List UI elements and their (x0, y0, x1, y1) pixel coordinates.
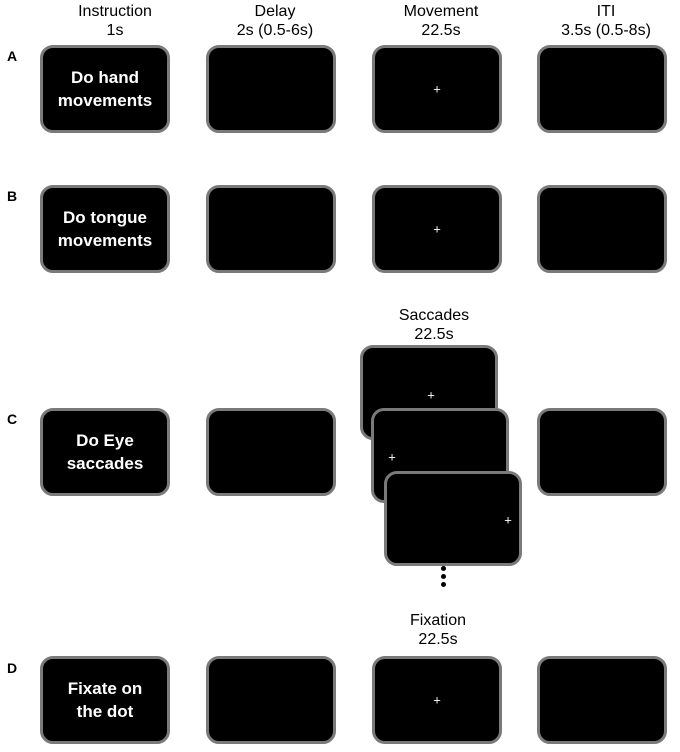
fixation-cross-icon: + (433, 81, 441, 97)
instruction-text-a-line1: Do hand (71, 68, 139, 87)
dot (440, 574, 446, 579)
fixation-screen-d: + (372, 656, 502, 744)
movement-screen-a: + (372, 45, 502, 133)
movement-screen-b: + (372, 185, 502, 273)
instruction-text-c-line2: saccades (66, 454, 144, 473)
row-label-c: C (7, 411, 18, 427)
header-instruction-title: Instruction (78, 3, 152, 20)
instruction-text-d-line1: Fixate on (67, 679, 143, 698)
instruction-text-b: Do tongue movements (43, 206, 167, 252)
instruction-text-b-line1: Do tongue (62, 208, 148, 227)
header-saccades-title: Saccades (398, 307, 470, 324)
header-instruction: Instruction 1s (40, 2, 190, 40)
instruction-text-a-line2: movements (57, 91, 153, 110)
continuation-dots-icon (436, 566, 450, 590)
header-instruction-duration: 1s (106, 22, 124, 39)
delay-screen-c (206, 408, 336, 496)
instruction-text-d-line2: the dot (76, 702, 134, 721)
header-delay-title: Delay (254, 3, 296, 20)
header-saccades: Saccades 22.5s (359, 306, 509, 344)
header-iti-duration: 3.5s (0.5-8s) (561, 22, 651, 39)
instruction-screen-b: Do tongue movements (40, 185, 170, 273)
dot (440, 566, 446, 571)
header-iti: ITI 3.5s (0.5-8s) (531, 2, 680, 40)
row-label-a: A (7, 48, 18, 64)
row-label-d: D (7, 660, 18, 676)
delay-screen-b (206, 185, 336, 273)
fixation-cross-icon: + (388, 449, 396, 465)
instruction-text-a: Do hand movements (43, 66, 167, 112)
fixation-cross-icon: + (504, 512, 512, 528)
instruction-screen-a: Do hand movements (40, 45, 170, 133)
header-fixation-duration: 22.5s (418, 631, 458, 648)
header-iti-title: ITI (596, 3, 616, 20)
fixation-cross-icon: + (433, 221, 441, 237)
header-fixation: Fixation 22.5s (363, 611, 513, 649)
iti-screen-c (537, 408, 667, 496)
instruction-text-c-line1: Do Eye (76, 431, 134, 450)
header-movement: Movement 22.5s (366, 2, 516, 40)
instruction-text-b-line2: movements (57, 231, 153, 250)
header-movement-title: Movement (403, 3, 479, 20)
instruction-text-d: Fixate on the dot (43, 677, 167, 723)
delay-screen-a (206, 45, 336, 133)
header-delay: Delay 2s (0.5-6s) (200, 2, 350, 40)
row-label-b: B (7, 188, 18, 204)
dot (440, 582, 446, 587)
delay-screen-d (206, 656, 336, 744)
saccade-screen-3: + (384, 471, 522, 566)
fixation-cross-icon: + (427, 387, 435, 403)
instruction-screen-c: Do Eye saccades (40, 408, 170, 496)
iti-screen-b (537, 185, 667, 273)
header-movement-duration: 22.5s (421, 22, 461, 39)
header-saccades-duration: 22.5s (414, 326, 454, 343)
iti-screen-a (537, 45, 667, 133)
header-fixation-title: Fixation (409, 612, 467, 629)
instruction-text-c: Do Eye saccades (43, 429, 167, 475)
fixation-cross-icon: + (433, 692, 441, 708)
header-delay-duration: 2s (0.5-6s) (236, 22, 314, 39)
iti-screen-d (537, 656, 667, 744)
instruction-screen-d: Fixate on the dot (40, 656, 170, 744)
